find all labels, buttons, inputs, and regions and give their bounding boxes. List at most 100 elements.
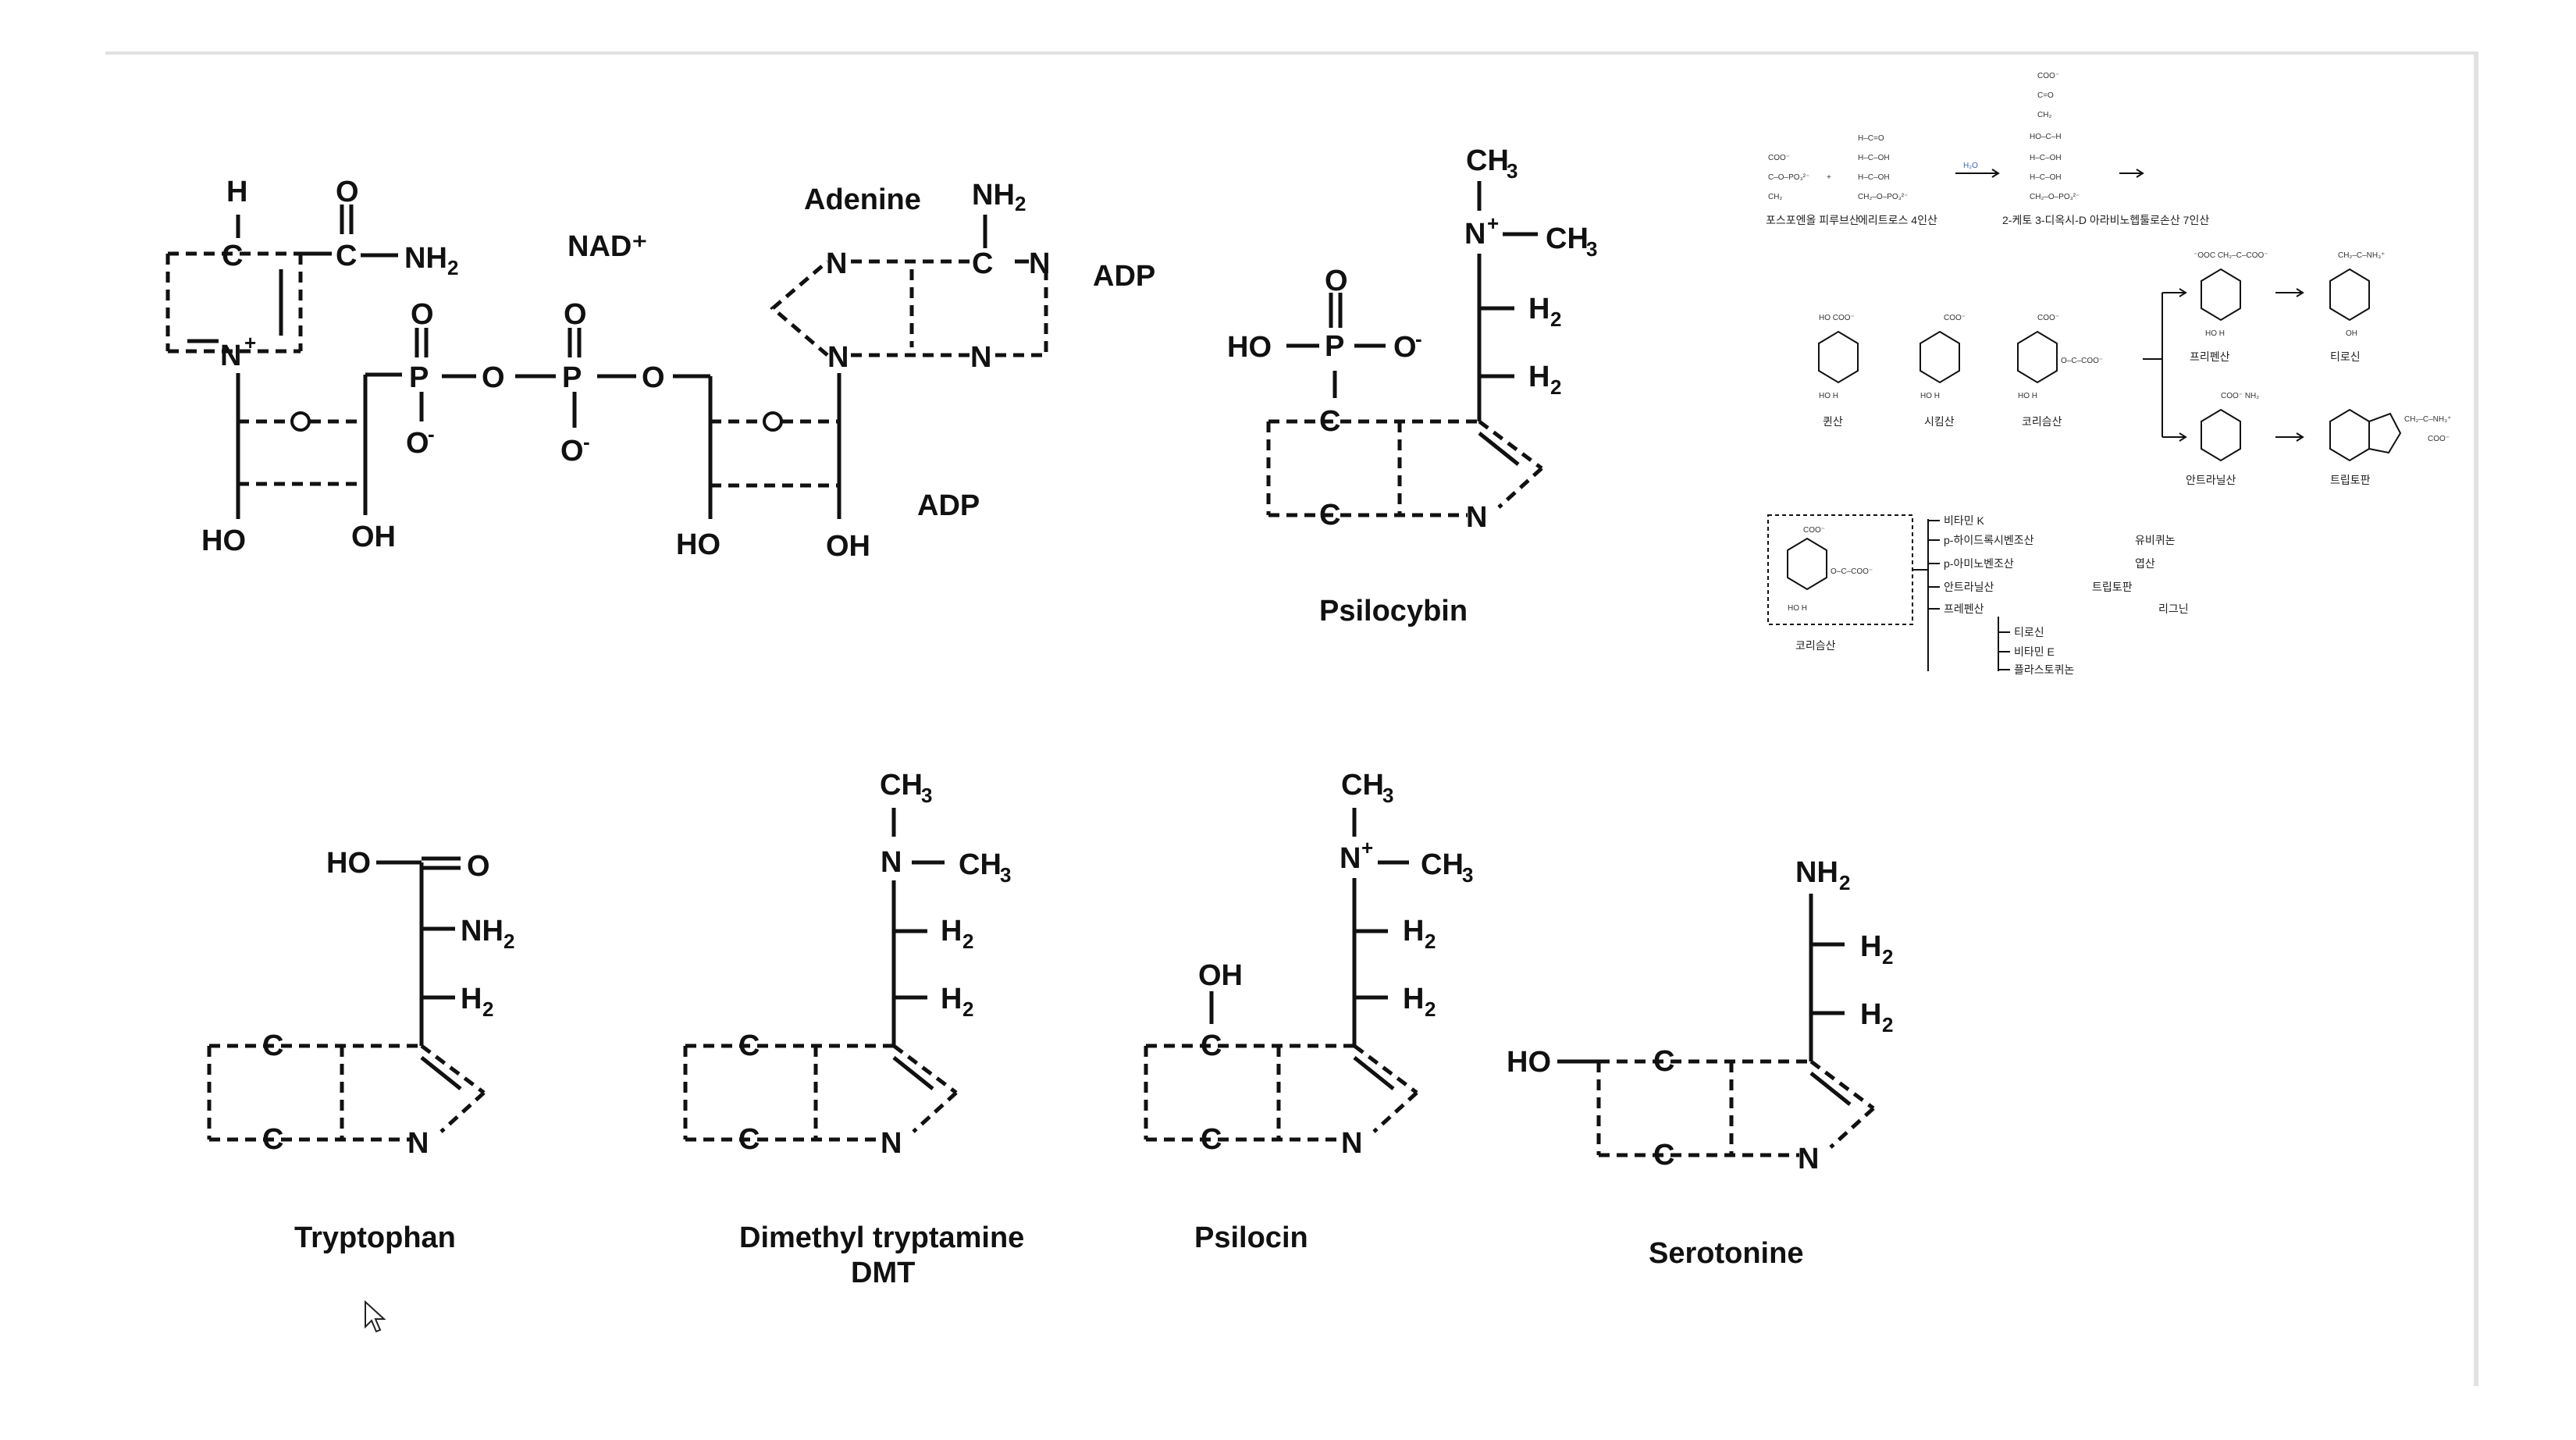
svg-text:COO⁻ NH₂: COO⁻ NH₂ — [2221, 392, 2259, 400]
pathway-pep: 포스포엔올 피루브산 — [1766, 214, 1859, 226]
svg-text:HO H: HO H — [1788, 604, 1807, 613]
adp-label-top: ADP — [1093, 260, 1155, 293]
sub-2: 2 — [1882, 1013, 1893, 1036]
sub-2: 2 — [447, 256, 458, 279]
sub-2: 2 — [1550, 375, 1561, 399]
svg-text:CH₂–C–NH₃⁺: CH₂–C–NH₃⁺ — [2404, 415, 2451, 424]
atom-oh: OH — [826, 530, 870, 563]
svg-text:CH₂: CH₂ — [2037, 111, 2051, 119]
pathway-branch-lignin: 리그닌 — [2158, 603, 2189, 615]
pathway-branch-ubiquinone: 유비퀴논 — [2135, 534, 2176, 546]
serotonine-title: Serotonine — [1649, 1237, 1803, 1270]
sub-3: 3 — [1507, 159, 1517, 183]
pathway-shikimate: 시킴산 — [1924, 415, 1955, 428]
atom-h: H — [1403, 983, 1424, 1015]
pathway-branch-anthranilate: 안트라닐산 — [1944, 581, 1994, 593]
svg-text:HO H: HO H — [2205, 329, 2225, 338]
sub-2: 2 — [962, 997, 973, 1021]
sub-2: 2 — [1882, 945, 1893, 969]
atom-ch: CH — [959, 848, 1002, 881]
atom-o: O — [642, 361, 665, 394]
svg-text:H–C=O: H–C=O — [1858, 134, 1884, 143]
tryptophan-structure: HO O NH 2 H 2 N C C Tryptophan — [207, 847, 514, 1254]
pathway-chorismate-box: 코리슴산 — [1795, 639, 1836, 652]
pathway-dahp: 2-케토 3-디옥시-D 아라비노헵툴로손산 7인산 — [2002, 214, 2209, 226]
atom-c: C — [1653, 1139, 1674, 1172]
dmt-title-line1: Dimethyl tryptamine — [739, 1221, 1024, 1254]
pathway-e4p: 에리트로스 4인산 — [1858, 214, 1937, 226]
sub-2: 2 — [1425, 997, 1436, 1021]
svg-text:CH₂–O–PO₃²⁻: CH₂–O–PO₃²⁻ — [2030, 193, 2080, 201]
atom-ho: HO — [1507, 1046, 1551, 1079]
atom-ch: CH — [1466, 144, 1509, 177]
atom-nh: NH — [404, 242, 447, 275]
atom-ch: CH — [1546, 222, 1589, 255]
charge-minus: - — [583, 430, 590, 453]
atom-c: C — [1201, 1123, 1222, 1156]
nad-structure: C N + H C O NH 2 HO OH P O O - — [165, 176, 1155, 563]
svg-text:C=O: C=O — [2037, 91, 2054, 100]
atom-p: P — [1325, 330, 1344, 363]
sub-2: 2 — [962, 930, 973, 953]
atom-c: C — [738, 1029, 760, 1062]
atom-p: P — [409, 361, 429, 394]
atom-ch: CH — [880, 769, 923, 802]
atom-n: N — [1029, 247, 1050, 280]
charge-plus: + — [1487, 212, 1499, 235]
pathway-branch-prephenate: 프레펜산 — [1944, 603, 1984, 615]
atom-n: N — [1466, 501, 1487, 534]
tryptophan-title: Tryptophan — [294, 1221, 456, 1254]
mouse-cursor-icon — [365, 1300, 386, 1333]
atom-ho: HO — [676, 528, 720, 561]
svg-text:H₂O: H₂O — [1963, 162, 1978, 170]
atom-o: O — [1393, 331, 1417, 364]
svg-text:HO COO⁻: HO COO⁻ — [1819, 314, 1855, 322]
serotonine-structure: NH 2 H 2 H 2 N C C HO Serotonine — [1507, 856, 1893, 1270]
charge-minus: - — [1415, 327, 1422, 350]
sub-3: 3 — [921, 784, 932, 807]
svg-text:HO H: HO H — [2018, 392, 2037, 400]
atom-o: O — [336, 176, 359, 208]
atom-oh: OH — [1198, 959, 1243, 992]
charge-plus: + — [1361, 836, 1373, 859]
pathway-branch-vite: 비타민 E — [2014, 645, 2055, 658]
charge-plus: + — [244, 331, 256, 354]
atom-c: C — [336, 240, 357, 272]
atom-n: N — [407, 1127, 429, 1160]
shikimate-pathway-diagram: COO⁻ C–O–PO₃²⁻ CH₂ + H–C=O H–C–OH H–C–OH… — [1766, 72, 2451, 676]
adp-label-bottom: ADP — [917, 489, 980, 522]
svg-text:COO⁻: COO⁻ — [2428, 435, 2450, 443]
sub-3: 3 — [1382, 784, 1393, 807]
atom-o: O — [482, 361, 505, 394]
svg-text:OH: OH — [2346, 329, 2357, 338]
atom-c: C — [738, 1123, 760, 1156]
sub-2: 2 — [1425, 930, 1436, 953]
atom-c: C — [222, 240, 243, 272]
pathway-quinate: 퀸산 — [1823, 415, 1843, 428]
atom-ho: HO — [1227, 331, 1272, 364]
pathway-anthranilate: 안트라닐산 — [2186, 474, 2236, 486]
atom-o: O — [564, 298, 587, 331]
pathway-prephenate: 프리펜산 — [2190, 350, 2230, 363]
sub-2: 2 — [1550, 308, 1561, 331]
atom-h: H — [941, 915, 962, 948]
atom-o: O — [560, 435, 584, 468]
svg-text:CH₂: CH₂ — [1768, 193, 1782, 201]
sub-2: 2 — [503, 930, 514, 953]
svg-text:HO H: HO H — [1920, 392, 1940, 400]
svg-text:CH₂–O–PO₃²⁻: CH₂–O–PO₃²⁻ — [1858, 193, 1908, 201]
sub-2: 2 — [482, 997, 493, 1021]
nad-title: NAD⁺ — [568, 230, 647, 263]
atom-ho: HO — [326, 847, 371, 880]
atom-h: H — [941, 983, 962, 1015]
atom-n: N — [826, 247, 847, 280]
atom-o: O — [1325, 265, 1348, 297]
atom-h: H — [226, 176, 247, 208]
atom-o: O — [467, 850, 490, 883]
atom-c: C — [1201, 1029, 1222, 1062]
sub-3: 3 — [1000, 863, 1011, 887]
svg-text:⁻OOC CH₂–C–COO⁻: ⁻OOC CH₂–C–COO⁻ — [2194, 251, 2268, 260]
pathway-branch-folate: 엽산 — [2135, 557, 2155, 570]
atom-n: N — [1341, 1127, 1362, 1160]
atom-c: C — [1653, 1045, 1674, 1078]
